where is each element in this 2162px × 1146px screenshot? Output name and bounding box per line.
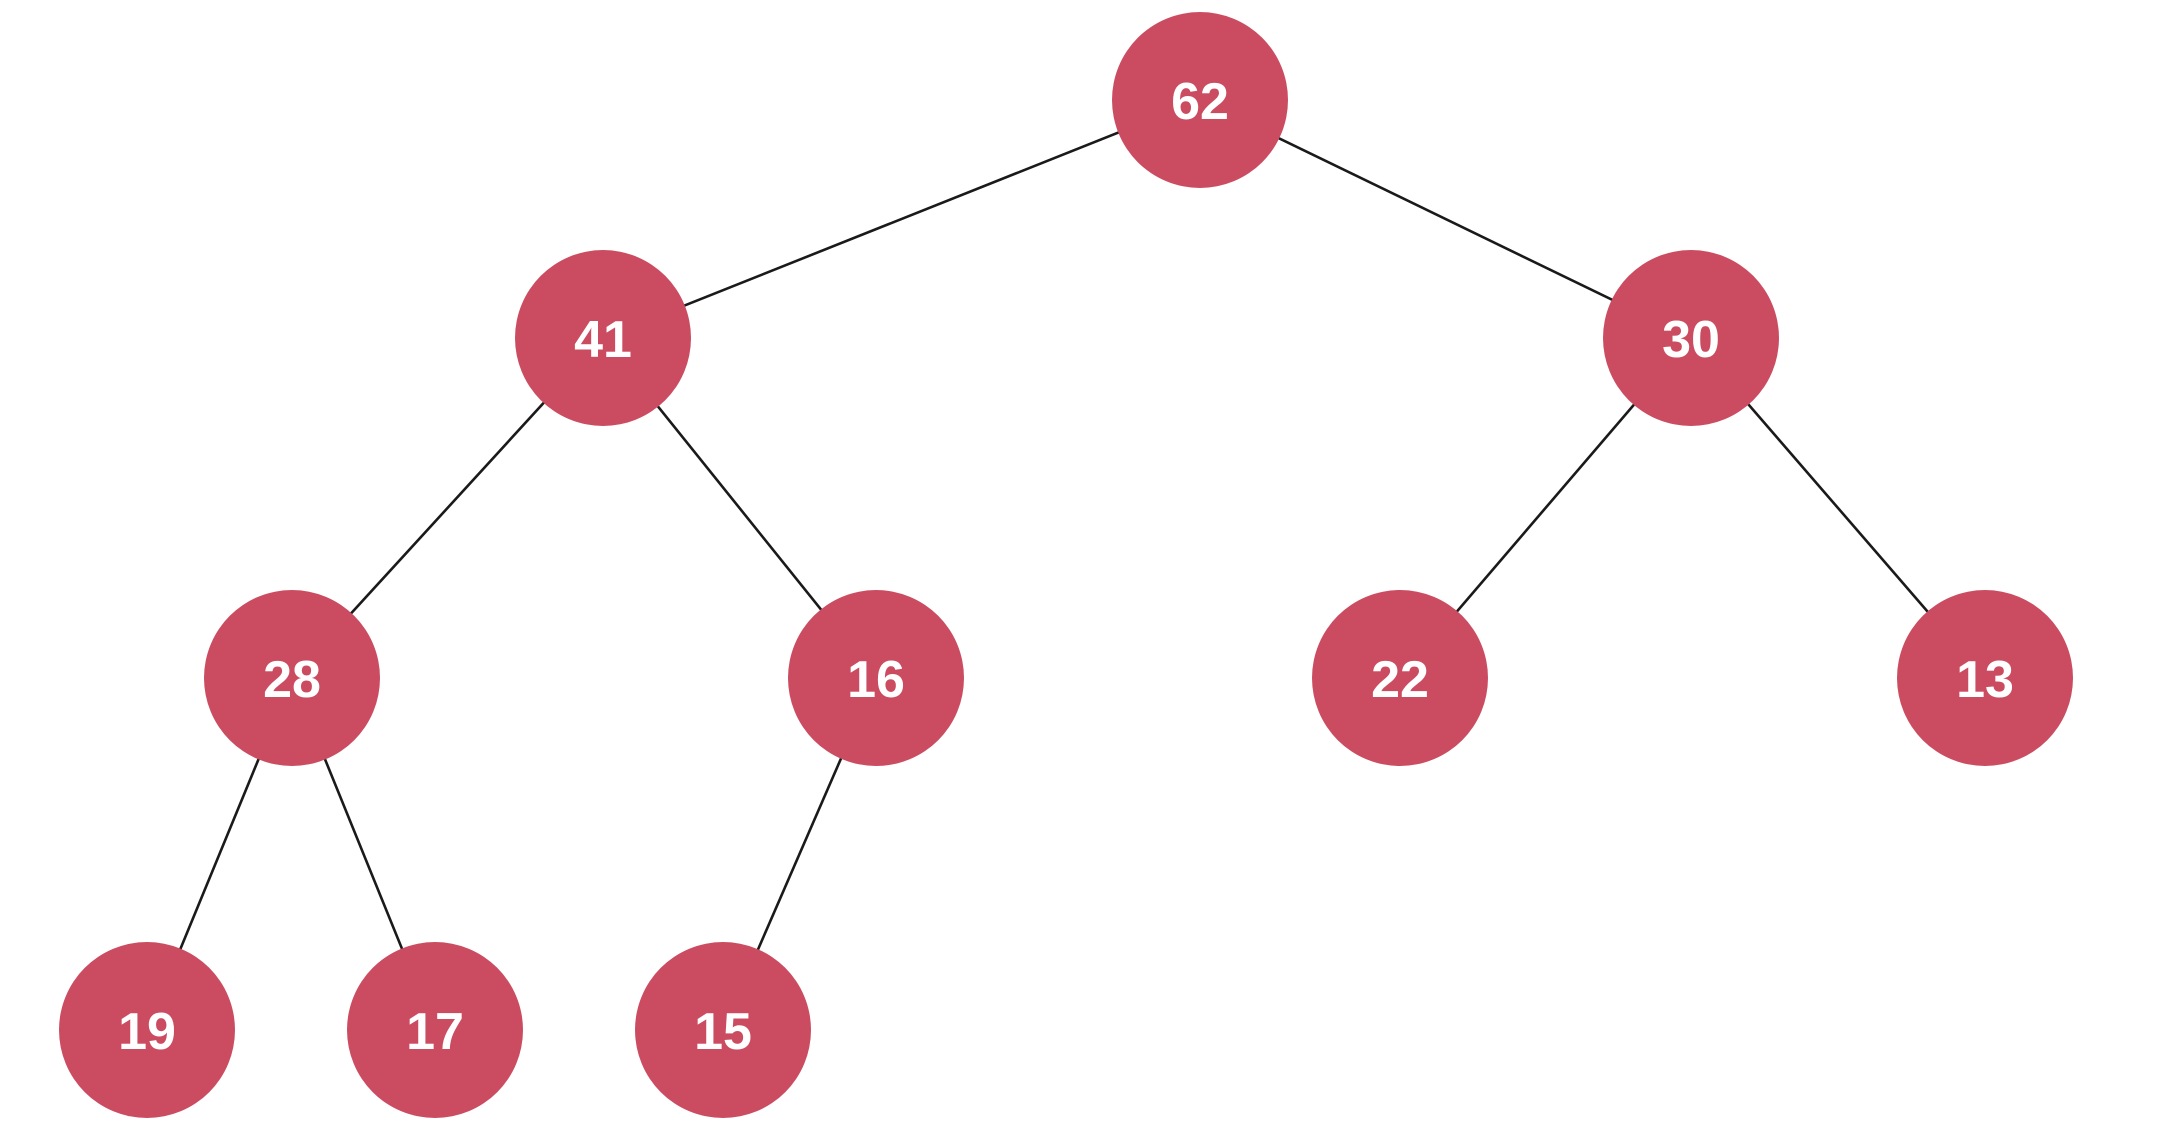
node-circle (1112, 12, 1288, 188)
node-label: 15 (694, 1003, 752, 1061)
tree-node: 15 (635, 942, 811, 1118)
node-label: 17 (406, 1003, 464, 1061)
node-label: 22 (1371, 651, 1429, 709)
node-circle (204, 590, 380, 766)
tree-edges (145, 98, 1986, 1031)
tree-node: 17 (347, 942, 523, 1118)
tree-node: 28 (204, 590, 380, 766)
edge-62-30 (1199, 98, 1692, 340)
node-circle (635, 942, 811, 1118)
node-circle (1603, 250, 1779, 426)
node-label: 41 (574, 311, 632, 369)
node-label: 13 (1956, 651, 2014, 709)
tree-node: 30 (1603, 250, 1779, 426)
tree-node: 13 (1897, 590, 2073, 766)
node-circle (788, 590, 964, 766)
node-circle (347, 942, 523, 1118)
node-label: 62 (1171, 73, 1229, 131)
node-label: 19 (118, 1003, 176, 1061)
tree-node: 16 (788, 590, 964, 766)
node-label: 28 (263, 651, 321, 709)
node-circle (515, 250, 691, 426)
node-circle (1312, 590, 1488, 766)
node-label: 30 (1662, 311, 1720, 369)
node-circle (59, 942, 235, 1118)
node-circle (1897, 590, 2073, 766)
tree-node: 22 (1312, 590, 1488, 766)
tree-nodes: 62 41 30 28 16 22 13 19 (59, 12, 2073, 1118)
node-label: 16 (847, 651, 905, 709)
tree-node: 41 (515, 250, 691, 426)
edge-62-41 (602, 98, 1201, 340)
tree-node: 19 (59, 942, 235, 1118)
tree-node: 62 (1112, 12, 1288, 188)
